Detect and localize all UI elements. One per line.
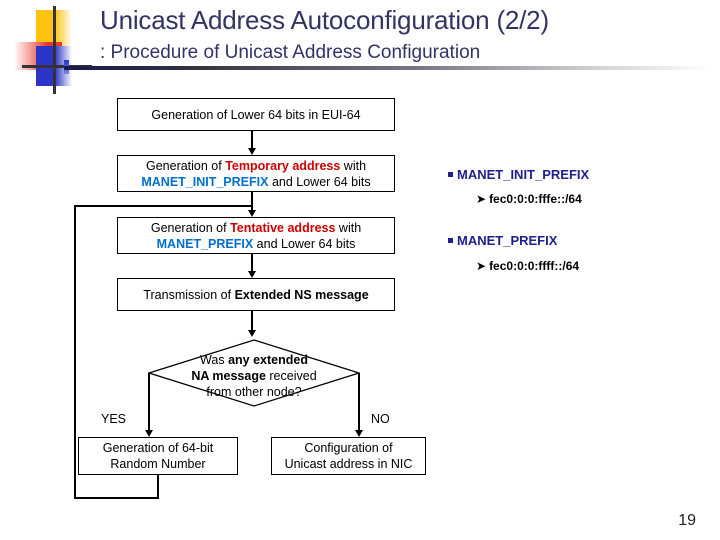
text-run: Tentative address bbox=[230, 220, 336, 235]
annotation-value-0-text: fec0:0:0:fffe::/64 bbox=[489, 192, 582, 206]
chevron-right-icon: ➤ bbox=[476, 192, 487, 206]
annotation-value-1-text: fec0:0:0:ffff::/64 bbox=[489, 259, 580, 273]
connector-box4-decision bbox=[251, 311, 253, 333]
connector-box2-box3 bbox=[251, 192, 253, 214]
flow-node-decision-line-2: from other node? bbox=[148, 384, 360, 400]
connector-box3-box4 bbox=[251, 254, 253, 275]
edge-label-yes: YES bbox=[101, 412, 127, 426]
text-run: any extended bbox=[228, 353, 308, 367]
slide-subtitle: : Procedure of Unicast Address Configura… bbox=[100, 42, 481, 63]
flow-node-decision bbox=[148, 339, 360, 407]
flow-node-box2-line-1: MANET_INIT_PREFIX and Lower 64 bits bbox=[141, 174, 370, 190]
flow-node-box-no: Configuration of Unicast address in NIC bbox=[271, 437, 426, 475]
text-run: with bbox=[335, 220, 362, 235]
flow-node-box-yes: Generation of 64-bit Random Number bbox=[78, 437, 238, 475]
text-run: Random Number bbox=[110, 457, 206, 471]
flow-node-box3: Generation of Tentative address with MAN… bbox=[117, 217, 395, 254]
flow-node-decision-text: Was any extended NA message received fro… bbox=[148, 352, 360, 400]
decorative-logo bbox=[14, 6, 92, 94]
square-bullet-icon bbox=[448, 238, 453, 244]
flow-node-decision-line-1: NA message received bbox=[148, 368, 360, 384]
flow-node-box-yes-line-1: Random Number bbox=[110, 456, 205, 472]
text-run: and Lower 64 bits bbox=[253, 236, 356, 251]
flow-node-box2: Generation of Temporary address with MAN… bbox=[117, 155, 395, 192]
feedback-loop-down bbox=[157, 475, 159, 499]
text-run: Generation of bbox=[150, 220, 231, 235]
text-run: Was bbox=[200, 353, 229, 367]
text-run: Temporary address bbox=[225, 158, 341, 173]
text-run: Configuration of bbox=[304, 441, 393, 455]
flow-node-box4: Transmission of Extended NS message bbox=[117, 278, 395, 311]
annotation-value-1: ➤fec0:0:0:ffff::/64 bbox=[476, 259, 579, 273]
connector-box3-box4-arrowhead bbox=[248, 271, 256, 278]
flow-node-box1-line-0: Generation of Lower 64 bits in EUI-64 bbox=[151, 107, 360, 123]
text-run: Transmission of bbox=[143, 287, 235, 302]
flow-node-box3-line-1: MANET_PREFIX and Lower 64 bits bbox=[157, 236, 356, 252]
connector-decision-no-arrowhead bbox=[355, 430, 363, 437]
connector-box4-decision-arrowhead bbox=[248, 330, 256, 337]
flow-node-box-no-line-1: Unicast address in NIC bbox=[285, 456, 413, 472]
connector-decision-no bbox=[358, 373, 360, 434]
annotation-heading-1: MANET_PREFIX bbox=[448, 233, 557, 248]
annotation-heading-0: MANET_INIT_PREFIX bbox=[448, 167, 589, 182]
text-run: Extended NS message bbox=[234, 287, 369, 302]
flow-node-box3-line-0: Generation of Tentative address with bbox=[151, 220, 361, 236]
edge-label-no: NO bbox=[371, 412, 390, 426]
text-run: Generation of Lower 64 bits in EUI-64 bbox=[151, 107, 361, 122]
feedback-loop-left bbox=[74, 205, 76, 499]
logo-horizontal-line bbox=[22, 65, 92, 68]
connector-decision-yes bbox=[148, 373, 150, 434]
logo-vertical-line bbox=[53, 6, 56, 94]
annotation-heading-0-text: MANET_INIT_PREFIX bbox=[457, 167, 590, 182]
text-run: with bbox=[340, 158, 367, 173]
flow-node-box-yes-line-0: Generation of 64-bit bbox=[103, 440, 214, 456]
flow-node-box1: Generation of Lower 64 bits in EUI-64 bbox=[117, 98, 395, 131]
text-run: Generation of 64-bit bbox=[102, 441, 214, 455]
text-run: NA message bbox=[191, 369, 266, 383]
flow-node-box2-line-0: Generation of Temporary address with bbox=[146, 158, 366, 174]
text-run: from other node? bbox=[206, 385, 302, 399]
annotation-value-0: ➤fec0:0:0:fffe::/64 bbox=[476, 192, 582, 206]
text-run: and Lower 64 bits bbox=[268, 174, 371, 189]
flow-node-box4-line-0: Transmission of Extended NS message bbox=[143, 287, 368, 303]
text-run: received bbox=[265, 369, 317, 383]
text-run: MANET_PREFIX bbox=[156, 236, 254, 251]
connector-box1-box2 bbox=[251, 131, 253, 152]
square-bullet-icon bbox=[448, 172, 453, 178]
flow-node-box-no-line-0: Configuration of bbox=[304, 440, 392, 456]
flow-node-decision-line-0: Was any extended bbox=[148, 352, 360, 368]
title-divider bbox=[64, 66, 712, 70]
chevron-right-icon: ➤ bbox=[476, 259, 487, 273]
feedback-loop-bottom bbox=[74, 497, 159, 499]
feedback-loop-top bbox=[74, 205, 252, 207]
connector-box1-box2-arrowhead bbox=[248, 148, 256, 155]
connector-decision-yes-arrowhead bbox=[145, 430, 153, 437]
slide-title: Unicast Address Autoconfiguration (2/2) bbox=[100, 5, 549, 35]
page-number: 19 bbox=[678, 512, 696, 529]
text-run: Unicast address in NIC bbox=[284, 457, 413, 471]
text-run: Generation of bbox=[145, 158, 226, 173]
connector-box2-box3-arrowhead bbox=[248, 210, 256, 217]
text-run: MANET_INIT_PREFIX bbox=[141, 174, 269, 189]
annotation-heading-1-text: MANET_PREFIX bbox=[457, 233, 558, 248]
